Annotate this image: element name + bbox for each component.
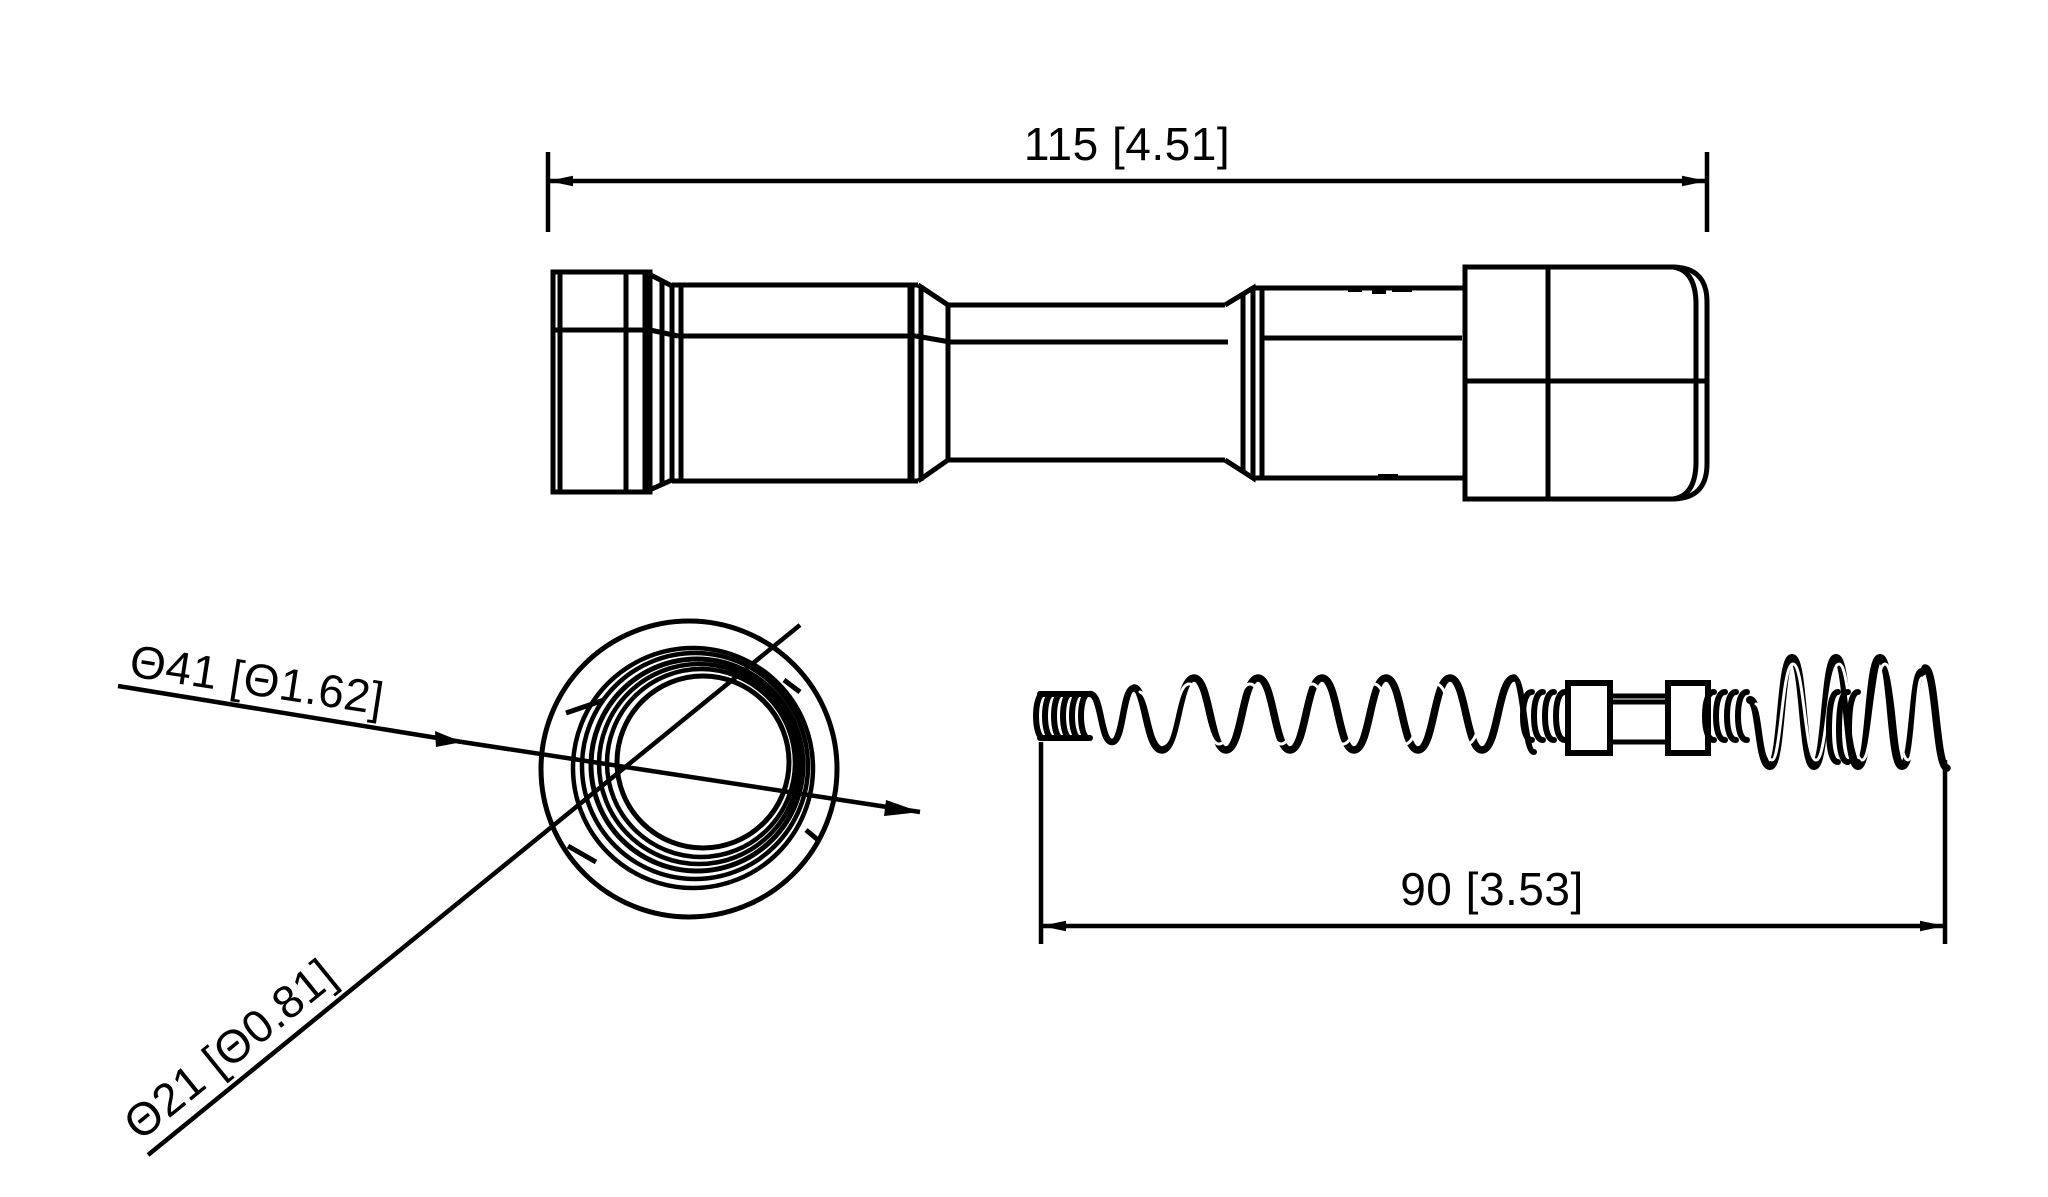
dimension-spring-length: 90 [3.53] — [1038, 742, 1948, 944]
main-barrel — [672, 282, 915, 484]
diameter-line-outer — [461, 739, 921, 815]
dimension-overall-length: 115 [4.51] — [545, 118, 1710, 232]
flange-inner-circle — [570, 645, 816, 891]
spring-right-inner-tight-coils — [1825, 689, 1861, 765]
spring-coils-after-connector — [1701, 689, 1750, 743]
spring-view-part — [1032, 653, 1951, 772]
thread-ring-outer — [579, 650, 811, 882]
outer-flange-circle — [538, 618, 840, 920]
right-end-cap-inner-edge — [1672, 264, 1699, 502]
thread-ring-3 — [604, 666, 798, 860]
dimension-label-inner-diameter: Θ21 [Θ0.81] — [114, 948, 346, 1150]
spring-left-transition-coils — [1086, 684, 1138, 746]
spring-left-tight-coils — [1032, 691, 1093, 741]
right-taper-parting — [915, 333, 951, 345]
parting-line-taper — [649, 327, 679, 339]
knurl-marks — [1348, 286, 1412, 294]
leader-arrow-outer-right — [884, 800, 920, 816]
leader-line-inner-diameter — [146, 623, 802, 1157]
left-barrel-outline — [550, 269, 653, 495]
front-view-circles — [538, 618, 840, 920]
dimension-label-overall-length: 115 [4.51] — [1024, 118, 1230, 170]
right-taper-of-main — [916, 282, 951, 484]
leader-arrow-outer-left — [435, 731, 462, 747]
spring-main-coil-front — [1130, 674, 1518, 754]
connector-block-left — [1565, 680, 1613, 756]
dimension-label-outer-diameter: Θ41 [Θ1.62] — [126, 634, 387, 724]
left-barrel-outer — [553, 269, 650, 495]
left-taper-top — [643, 269, 675, 495]
spring-right-dense-coil-back — [1754, 662, 1924, 762]
spring-right-terminal-coils — [1921, 664, 1951, 772]
radial-notch-marks — [565, 678, 820, 865]
connector-block-right — [1665, 680, 1711, 756]
bore-circle — [614, 673, 792, 851]
thread-ring-1 — [588, 656, 806, 874]
dimension-label-spring-length: 90 [3.53] — [1400, 863, 1584, 915]
right-end-cap — [1548, 264, 1710, 502]
connector-tube — [1607, 693, 1673, 745]
leader-line-outer-diameter — [117, 683, 463, 745]
spring-main-coil-back — [1138, 682, 1500, 746]
side-view-part — [550, 264, 1710, 502]
right-waist-taper — [1223, 283, 1256, 483]
spring-coils-before-connector — [1511, 675, 1568, 755]
